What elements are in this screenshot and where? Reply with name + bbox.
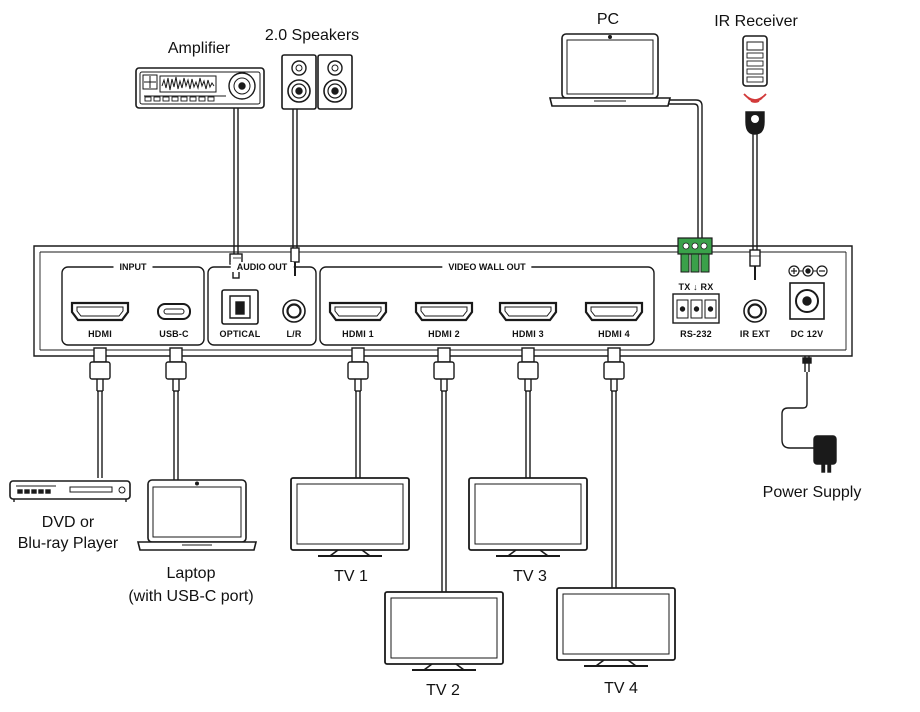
optical-port-icon (221, 289, 259, 325)
lr-audio-cable (290, 108, 300, 276)
tv4-icon (556, 587, 676, 667)
ir-remote-icon (742, 35, 768, 87)
hdmi2-port-icon (414, 301, 474, 322)
laptop-label-line1: Laptop (166, 565, 216, 582)
port-label-hdmi4: HDMI 4 (598, 329, 630, 339)
dc-power-cable (781, 356, 814, 449)
tv4-label: TV 4 (604, 680, 638, 697)
tv2-label: TV 2 (426, 682, 460, 699)
tv3-label: TV 3 (513, 568, 547, 585)
speakers-icon (281, 54, 353, 110)
hdmi-in-port-icon (70, 301, 130, 322)
port-label-optical: OPTICAL (219, 329, 261, 339)
rs232-cable (666, 99, 703, 238)
tv3-icon (468, 477, 588, 557)
tv1-icon (290, 477, 410, 557)
speakers-label: 2.0 Speakers (264, 27, 360, 44)
audio-out-group-title: AUDIO OUT (230, 262, 294, 272)
port-label-ir-ext: IR EXT (739, 329, 771, 339)
hdmi2-output-cable (433, 347, 455, 592)
dvd-label-line1: DVD or (41, 514, 95, 531)
hdmi-input-cable (89, 347, 111, 478)
ir-receiver-label: IR Receiver (714, 13, 798, 30)
port-label-dc12v: DC 12V (790, 329, 824, 339)
dvd-player-icon (9, 480, 131, 502)
ir-ext-jack-icon (743, 299, 767, 323)
power-adapter-icon (813, 435, 837, 473)
usb-c-port-icon (157, 303, 191, 320)
pc-label: PC (596, 11, 620, 28)
hdmi4-port-icon (584, 301, 644, 322)
hdmi3-output-cable (517, 347, 539, 478)
amplifier-icon (135, 67, 265, 109)
port-label-hdmi: HDMI (88, 329, 112, 339)
ir-receiver-cable (749, 134, 761, 280)
laptop-icon (136, 479, 258, 551)
hdmi1-port-icon (328, 301, 388, 322)
ir-eye-icon (745, 111, 765, 135)
hdmi4-output-cable (603, 347, 625, 588)
hdmi1-output-cable (347, 347, 369, 478)
power-supply-label: Power Supply (762, 484, 862, 501)
port-label-hdmi3: HDMI 3 (512, 329, 544, 339)
rs232-terminal-connector-icon (677, 237, 713, 273)
pc-laptop-icon (548, 33, 672, 107)
port-label-hdmi2: HDMI 2 (428, 329, 460, 339)
dvd-label-line2: Blu-ray Player (17, 535, 119, 552)
video-wall-group-title: VIDEO WALL OUT (442, 262, 532, 272)
lr-audio-jack-icon (282, 299, 306, 323)
tv2-icon (384, 591, 504, 671)
port-label-rs232: RS-232 (680, 329, 712, 339)
ir-signal-icon (743, 93, 767, 103)
port-label-usb-c: USB-C (159, 329, 189, 339)
amplifier-label: Amplifier (167, 40, 231, 57)
rs232-pin-label: TX ↓ RX (678, 282, 714, 292)
hdmi3-port-icon (498, 301, 558, 322)
laptop-label-line2: (with USB-C port) (128, 588, 254, 605)
dc-power-port-icon (788, 265, 828, 320)
input-group-title: INPUT (113, 262, 153, 272)
tv1-label: TV 1 (334, 568, 368, 585)
port-label-lr: L/R (286, 329, 302, 339)
rs232-port-icon (672, 293, 720, 324)
usb-c-input-cable (165, 347, 187, 480)
port-label-hdmi1: HDMI 1 (342, 329, 374, 339)
